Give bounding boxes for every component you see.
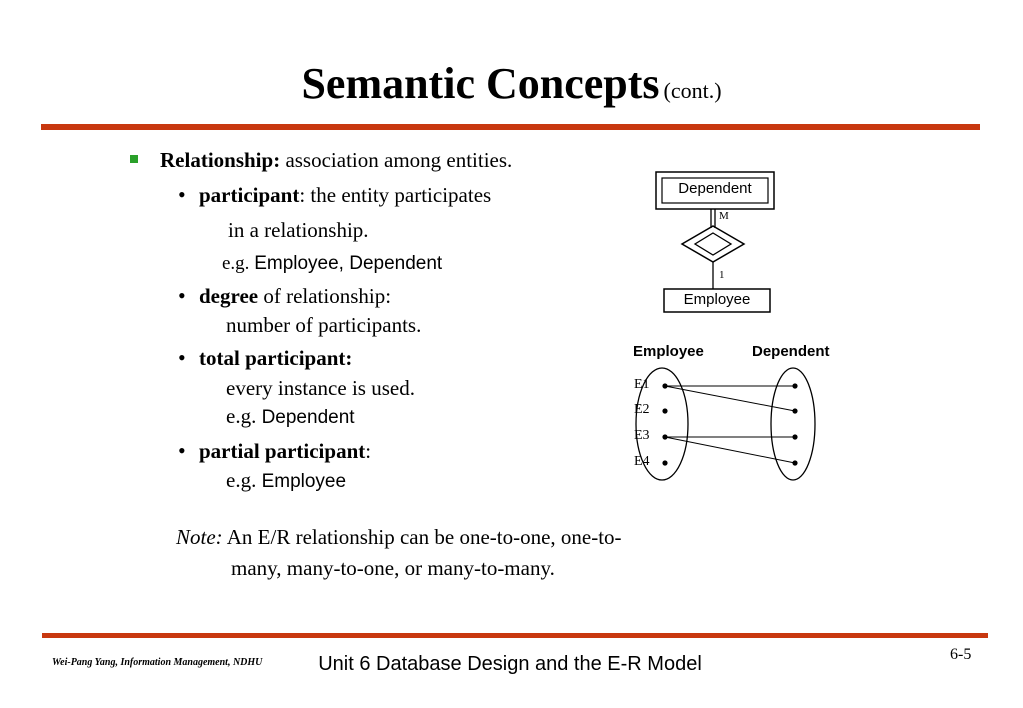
mapping-item-label: E1 <box>634 377 650 392</box>
total-line: total participant: <box>199 348 352 369</box>
degree-line: degree of relationship: <box>199 286 391 307</box>
note-text: An E/R relationship can be one-to-one, o… <box>222 525 622 549</box>
mapping-right-header: Dependent <box>752 343 830 360</box>
top-divider <box>41 124 980 130</box>
footer-unit-title: Unit 6 Database Design and the E-R Model <box>318 653 702 675</box>
degree-text: of relationship: <box>258 284 392 308</box>
bullet-dot-icon: • <box>178 283 186 308</box>
slide-title: Semantic Concepts (cont.) <box>0 58 1023 109</box>
relationship-term: Relationship: <box>160 148 281 172</box>
participant-eg-prefix: e.g. <box>222 253 255 274</box>
bottom-cardinality-label: 1 <box>719 269 725 281</box>
footer-author: Wei-Pang Yang, Information Management, N… <box>52 657 263 668</box>
square-bullet-icon <box>130 155 138 163</box>
partial-eg-prefix: e.g. <box>226 468 262 492</box>
participant-example: e.g. Employee, Dependent <box>222 252 442 273</box>
participant-term: participant <box>199 183 300 207</box>
partial-text: : <box>365 439 372 463</box>
e2-point <box>662 408 668 414</box>
bullet-dot-icon: • <box>178 345 186 370</box>
page-number: 6-5 <box>950 646 972 663</box>
participant-cont: in a relationship. <box>228 218 369 242</box>
degree-term: degree <box>199 284 259 308</box>
mapping-item-label: E3 <box>634 428 650 443</box>
bottom-divider <box>42 633 988 638</box>
total-eg-prefix: e.g. <box>226 404 262 428</box>
participant-eg-value: Employee, Dependent <box>254 253 443 274</box>
employee-set-ellipse <box>635 367 689 481</box>
slide-title-main: Semantic Concepts <box>301 59 660 108</box>
mapping-left-header: Employee <box>633 343 704 360</box>
mapping-line <box>664 436 796 464</box>
degree-cont: number of participants. <box>226 313 422 337</box>
total-cont: every instance is used. <box>226 376 415 400</box>
note-line: Note: An E/R relationship can be one-to-… <box>176 527 622 548</box>
relationship-line: Relationship: association among entities… <box>160 150 512 171</box>
participant-line: participant: the entity participates <box>199 185 491 206</box>
mapping-item-label: E4 <box>634 454 650 469</box>
partial-eg-value: Employee <box>261 471 347 492</box>
partial-line: partial participant: <box>199 441 371 462</box>
top-cardinality-label: M <box>719 210 729 222</box>
identifying-relationship-outer <box>680 225 746 263</box>
total-eg-value: Dependent <box>261 407 355 428</box>
employee-entity-box <box>663 288 771 313</box>
identifying-relationship-inner <box>693 232 733 256</box>
e4-point <box>662 460 668 466</box>
bullet-dot-icon: • <box>178 438 186 463</box>
mapping-line <box>664 385 796 412</box>
employee-entity-label: Employee <box>683 291 751 308</box>
total-term: total participant: <box>199 346 353 370</box>
note-label: Note: <box>176 525 223 549</box>
dependent-weak-entity-inner <box>661 177 769 204</box>
bullet-dot-icon: • <box>178 182 186 207</box>
relationship-text: association among entities. <box>280 148 513 172</box>
partial-term: partial participant <box>199 439 366 463</box>
mapping-item-label: E2 <box>634 402 650 417</box>
participant-text: : the entity participates <box>299 183 492 207</box>
dependent-entity-label: Dependent <box>678 180 752 197</box>
slide-title-suffix: (cont.) <box>663 78 722 103</box>
partial-example: e.g. Employee <box>226 468 347 492</box>
total-example: e.g. Dependent <box>226 404 355 428</box>
dependent-set-ellipse <box>770 367 816 481</box>
note-cont: many, many-to-one, or many-to-many. <box>231 556 555 580</box>
